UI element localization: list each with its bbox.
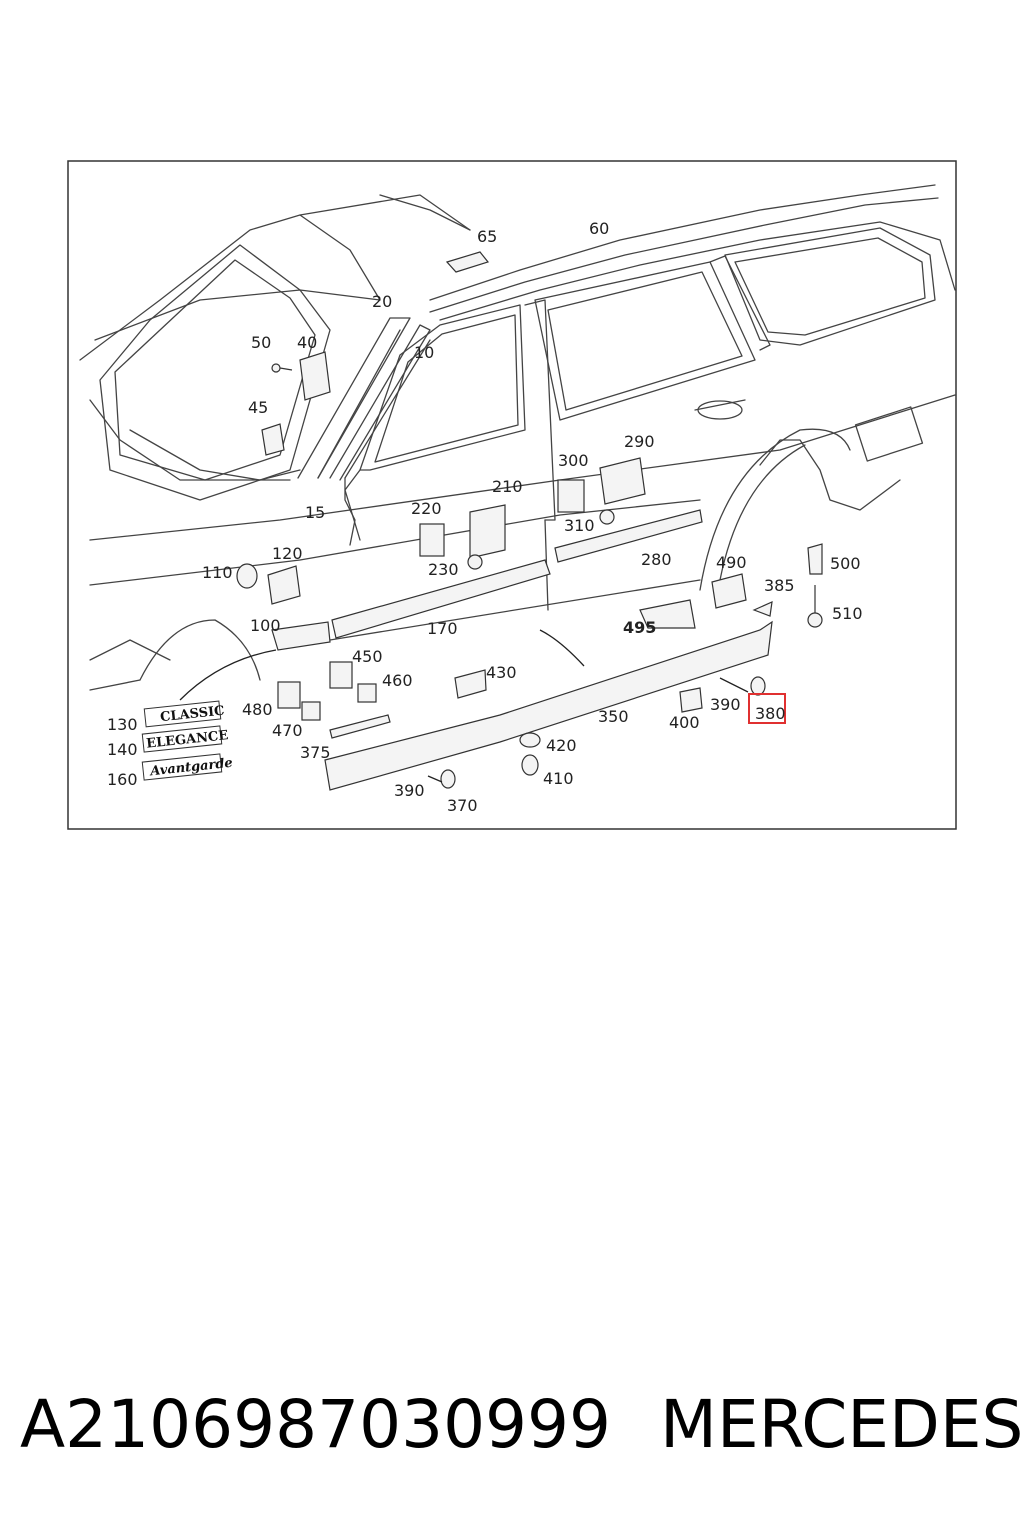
callout-500: 500: [830, 554, 861, 573]
callout-390-right: 390: [710, 695, 741, 714]
callout-400: 400: [669, 713, 700, 732]
callout-40: 40: [297, 333, 317, 352]
callout-490: 490: [716, 553, 747, 572]
callout-290: 290: [624, 432, 655, 451]
callout-labels: 65 60 20 10 50 40 45 15 300 290 210 220 …: [107, 219, 863, 815]
trim-badges: CLASSIC ELEGANCE Avantgarde: [141, 700, 233, 781]
parts-drawings: [236, 251, 823, 791]
callout-60: 60: [589, 219, 609, 238]
callout-460: 460: [382, 671, 413, 690]
callout-10: 10: [414, 343, 434, 362]
callout-470: 470: [272, 721, 303, 740]
callout-385: 385: [764, 576, 795, 595]
callout-130: 130: [107, 715, 138, 734]
elegance-badge-plate: [141, 725, 223, 753]
callout-495: 495: [623, 618, 656, 637]
callout-50: 50: [251, 333, 271, 352]
callout-45: 45: [248, 398, 268, 417]
callout-310: 310: [564, 516, 595, 535]
callout-110: 110: [202, 563, 233, 582]
callout-370: 370: [447, 796, 478, 815]
callout-140: 140: [107, 740, 138, 759]
callout-380: 380: [755, 704, 786, 723]
callout-450: 450: [352, 647, 383, 666]
callout-420: 420: [546, 736, 577, 755]
callout-220: 220: [411, 499, 442, 518]
callout-300: 300: [558, 451, 589, 470]
classic-badge-plate: [143, 700, 222, 728]
callout-230: 230: [428, 560, 459, 579]
callout-375: 375: [300, 743, 331, 762]
callout-480: 480: [242, 700, 273, 719]
callout-120: 120: [272, 544, 303, 563]
callout-160: 160: [107, 770, 138, 789]
highlight-box: [748, 693, 786, 724]
callout-350: 350: [598, 707, 629, 726]
callout-65: 65: [477, 227, 497, 246]
callout-280: 280: [641, 550, 672, 569]
callout-210: 210: [492, 477, 523, 496]
callout-390-left: 390: [394, 781, 425, 800]
callout-170: 170: [427, 619, 458, 638]
callout-100: 100: [250, 616, 281, 635]
part-number: A2106987030999: [20, 1386, 612, 1463]
classic-badge: CLASSIC: [159, 704, 225, 726]
callout-430: 430: [486, 663, 517, 682]
pointer-arrows: [179, 629, 749, 783]
product-caption: A2106987030999 MERCEDES: [0, 1380, 1024, 1470]
callout-510: 510: [832, 604, 863, 623]
callout-15: 15: [305, 503, 325, 522]
callout-20: 20: [372, 292, 392, 311]
brand-name: MERCEDES: [660, 1386, 1024, 1463]
callout-410: 410: [543, 769, 574, 788]
avantgarde-badge-plate: [141, 753, 223, 781]
